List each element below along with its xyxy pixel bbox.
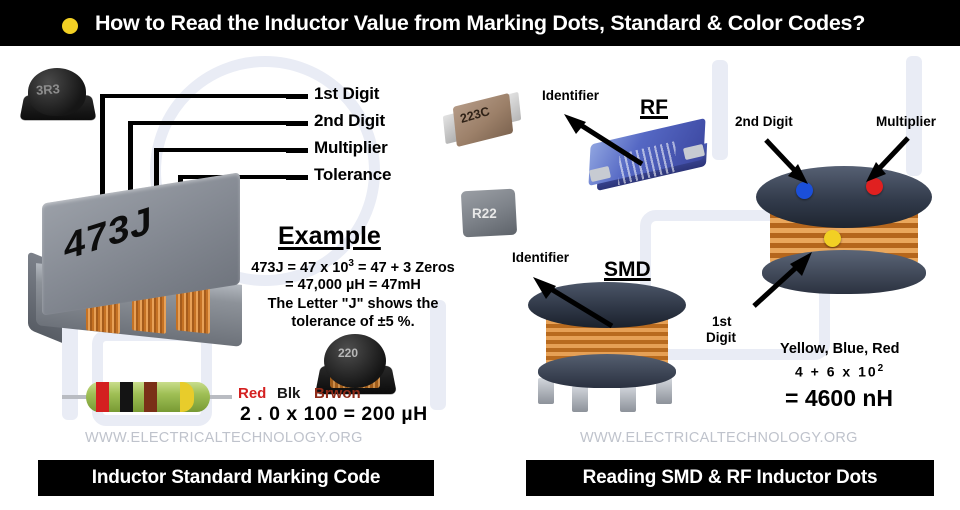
example-line-3: The Letter "J" shows the	[267, 296, 439, 312]
tag-rf: RF	[640, 96, 668, 119]
callout-dash-multiplier	[286, 148, 308, 153]
resistor-band-4-tolerance	[180, 382, 194, 412]
callout-dash-tolerance	[286, 175, 308, 180]
smd-inductor-pin-4	[656, 378, 672, 404]
band-word-black: Blk	[277, 385, 301, 402]
label-2nd-digit: 2nd Digit	[735, 114, 793, 129]
label-1st-digit-line2: Digit	[706, 330, 736, 345]
multiplier-dot-icon	[866, 178, 883, 195]
rf-identifier-dot-icon	[62, 18, 78, 34]
resistor-lead-right	[202, 395, 232, 399]
background-watermark-line-3	[62, 300, 78, 420]
callout-dash-1st-digit	[286, 94, 308, 99]
resistor-lead-left	[62, 395, 92, 399]
dot-math-base: 4 + 6 x 10	[795, 363, 878, 380]
resistor-formula: 2 . 0 x 100 = 200 µH	[240, 403, 428, 425]
callout-label-1st-digit: 1st Digit	[314, 84, 380, 103]
example-heading: Example	[278, 222, 381, 250]
header-bar: How to Read the Inductor Value from Mark…	[0, 0, 960, 46]
label-multiplier: Multiplier	[876, 114, 936, 129]
example-line-4: tolerance of ±5 %.	[291, 314, 415, 330]
band-word-brown: Brwon	[314, 385, 361, 402]
component-r22: R22	[458, 186, 520, 244]
arrow-multiplier	[866, 136, 910, 182]
component-r22-marking: R22	[472, 206, 497, 221]
example-line-1: 473J = 47 x 103 = 47 + 3 Zeros	[238, 258, 468, 276]
dot-result: = 4600 nH	[785, 385, 894, 411]
watermark-url-right: WWW.ELECTRICALTECHNOLOGY.ORG	[580, 430, 858, 446]
arrow-identifier-smd	[533, 277, 614, 329]
component-220-marking: 220	[338, 346, 359, 360]
arrow-1st-digit	[752, 252, 812, 308]
arrow-identifier-rf	[564, 114, 644, 167]
watermark-url-left: WWW.ELECTRICALTECHNOLOGY.ORG	[85, 430, 363, 446]
second-digit-dot-icon	[796, 182, 813, 199]
example-line-2: = 47,000 µH = 47mH	[285, 277, 421, 293]
panel-title-left: Inductor Standard Marking Code	[38, 460, 434, 496]
arrow-2nd-digit	[764, 138, 808, 184]
dotted-inductor-component	[756, 166, 936, 318]
resistor-band-2	[120, 382, 133, 412]
example-line-1b: = 47 + 3 Zeros	[353, 259, 455, 276]
smd-inductor-pin-2	[572, 386, 588, 412]
page-title: How to Read the Inductor Value from Mark…	[94, 10, 866, 35]
callout-dash-2nd-digit	[286, 121, 308, 126]
panel-title-right: Reading SMD & RF Inductor Dots	[526, 460, 934, 496]
dot-math-exponent: 2	[877, 363, 886, 374]
main-inductor-component: 473J	[28, 172, 258, 348]
callout-label-tolerance: Tolerance	[314, 165, 392, 184]
example-line-1a: 473J = 47 x 10	[251, 259, 349, 276]
smd-inductor-pin-3	[620, 386, 636, 412]
main-inductor-marking: 473J	[64, 199, 153, 270]
first-digit-dot-icon	[824, 230, 841, 247]
resistor-band-1	[96, 382, 109, 412]
dot-math-line: 4 + 6 x 102	[795, 363, 885, 380]
callout-label-multiplier: Multiplier	[314, 138, 388, 157]
band-word-red: Red	[238, 385, 267, 402]
label-identifier-smd: Identifier	[512, 250, 570, 265]
tag-smd: SMD	[604, 258, 651, 281]
smd-inductor-base	[538, 354, 676, 388]
background-watermark-line-4	[430, 300, 446, 410]
leader-line-multiplier	[154, 148, 288, 152]
dot-colors-line: Yellow, Blue, Red	[780, 341, 900, 357]
component-223c: 223C	[442, 91, 522, 154]
background-watermark-line-1	[712, 60, 728, 160]
label-identifier-rf: Identifier	[542, 88, 600, 103]
component-3r3-marking: 3R3	[35, 81, 61, 98]
leader-line-2nd-digit	[128, 121, 288, 125]
label-1st-digit-line1: 1st	[712, 314, 732, 329]
dotted-inductor-top	[756, 166, 932, 228]
component-3r3-body	[28, 68, 86, 116]
background-watermark-line-2	[906, 56, 922, 176]
leader-line-1st-digit	[100, 94, 288, 98]
resistor-color-code-component	[62, 378, 232, 418]
callout-label-2nd-digit: 2nd Digit	[314, 111, 385, 130]
component-3r3: 3R3	[19, 62, 97, 124]
component-220: 220	[314, 330, 398, 402]
smd-inductor-pin-1	[538, 378, 554, 404]
resistor-band-3	[144, 382, 157, 412]
component-220-body	[324, 334, 386, 388]
example-exponent: 3	[348, 258, 354, 269]
